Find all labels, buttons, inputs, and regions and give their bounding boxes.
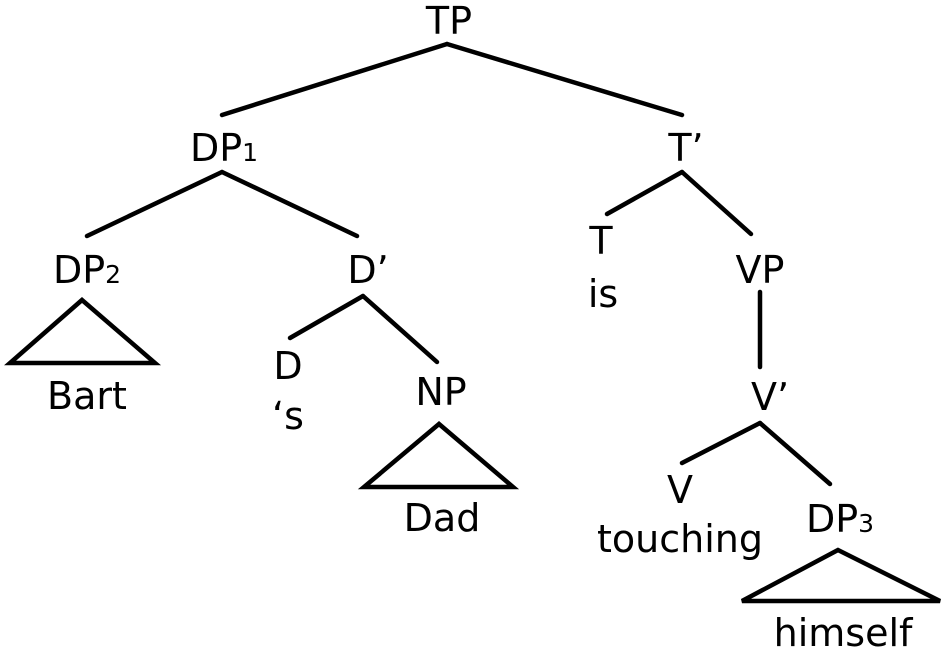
branch-tbar-t: [604, 169, 685, 217]
branch-tp-tbar: [444, 41, 685, 118]
node-t-bar: T’: [667, 126, 703, 170]
node-d-bar: D’: [347, 248, 388, 292]
node-dp1: DP1: [190, 126, 258, 170]
branch-vbar-v: [679, 420, 763, 466]
node-dp2-index: 2: [105, 260, 121, 289]
branch-vbar-dp3: [757, 420, 833, 487]
word-touching: touching: [597, 517, 763, 561]
branch-tp-dp1: [219, 41, 450, 118]
node-t: T: [588, 219, 613, 263]
branch-dp1-dbar: [219, 169, 360, 239]
node-dp3: DP3: [806, 497, 874, 541]
word-bart: Bart: [47, 374, 127, 418]
word-dad: Dad: [404, 496, 481, 540]
node-dp3-index: 3: [858, 509, 874, 538]
tree-triangles: [4, 297, 942, 604]
branch-dbar-d: [287, 293, 366, 341]
word-is: is: [588, 272, 618, 316]
branch-tbar-vp: [679, 169, 754, 237]
triangle-dp3: [740, 547, 942, 604]
node-dp1-label: DP: [190, 126, 242, 170]
word-himself: himself: [774, 611, 914, 655]
node-dp2-label: DP: [53, 248, 105, 292]
word-s: ‘s: [272, 394, 304, 438]
branch-dbar-np: [360, 293, 440, 365]
triangle-np: [357, 421, 520, 490]
tree-labels: TP DP1 T’ DP2 Bart D’ D ‘s NP Dad T is V…: [47, 0, 914, 655]
node-d: D: [273, 344, 302, 388]
node-v-bar: V’: [751, 375, 789, 419]
node-dp2: DP2: [53, 248, 121, 292]
node-v: V: [667, 468, 693, 512]
node-dp3-label: DP: [806, 497, 858, 541]
tree-branches: [84, 41, 833, 487]
triangle-dp2: [4, 297, 162, 366]
node-tp: TP: [425, 0, 472, 43]
node-dp1-index: 1: [242, 138, 258, 167]
node-np: NP: [415, 370, 466, 414]
node-vp: VP: [736, 248, 785, 292]
branch-dp1-dp2: [84, 169, 225, 239]
